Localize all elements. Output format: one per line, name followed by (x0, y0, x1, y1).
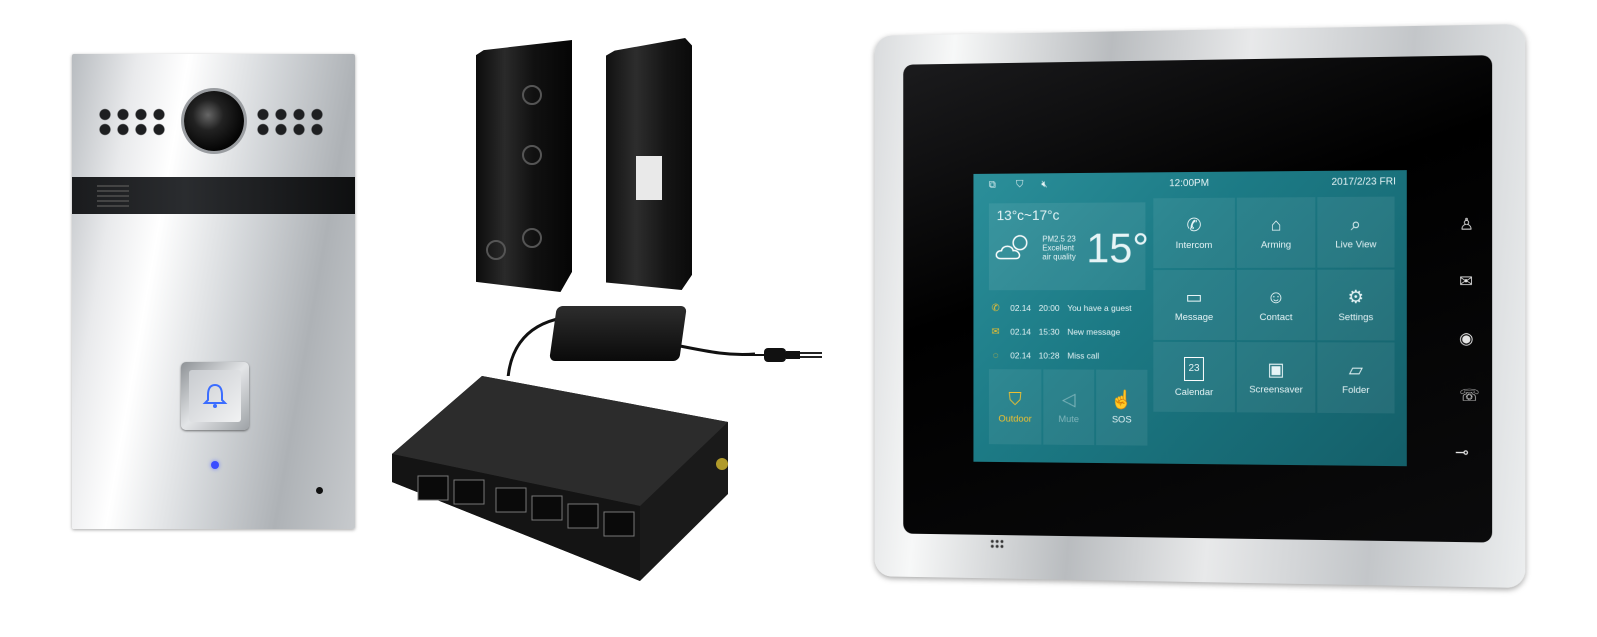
message-date: 02.14 (1010, 303, 1031, 313)
camera-lens (184, 91, 244, 151)
tile-arming[interactable]: ⌂ Arming (1237, 197, 1315, 268)
message-text: New message (1067, 327, 1120, 337)
knockout-hole (522, 145, 542, 165)
outdoor-button[interactable]: ⛉ Outdoor (989, 369, 1041, 444)
speaker-grill (97, 185, 129, 207)
status-bar: ⧉ ⛉ 🔇︎ 12:00PM 2017/2/23 FRI (973, 170, 1406, 195)
gear-icon: ⚙ (1348, 287, 1364, 305)
mute-button[interactable]: ◁ Mute (1043, 369, 1094, 445)
shield-status-icon: ⛉ (1016, 179, 1023, 190)
tile-message[interactable]: ▭ Message (1153, 270, 1235, 340)
eye-icon[interactable]: ◉ (1459, 328, 1473, 348)
monitor-speaker (990, 539, 1004, 549)
quality-label: Excellent (1042, 243, 1075, 252)
call-button-face (189, 370, 241, 422)
call-icon[interactable]: ☏ (1459, 385, 1480, 405)
air-quality: PM2.5 23 Excellent air quality (1042, 235, 1075, 262)
message-text: Miss call (1067, 351, 1099, 361)
power-adapter (549, 306, 687, 361)
tile-intercom[interactable]: ✆ Intercom (1153, 198, 1235, 268)
sos-button[interactable]: ☝ SOS (1096, 370, 1147, 446)
speaker-holes-left (96, 107, 168, 137)
temperature-range: 13°c~17°c (997, 207, 1060, 223)
list-item[interactable]: ◌ 02.14 10:28 Miss call (989, 343, 1145, 367)
phone-icon: ✆ (989, 303, 1003, 314)
list-item[interactable]: ✆ 02.14 20:00 You have a guest (989, 296, 1145, 320)
tile-contact[interactable]: ☺ Contact (1237, 270, 1315, 341)
tile-calendar[interactable]: 23 Calendar (1153, 342, 1235, 412)
picture-icon: ▣ (1267, 360, 1284, 378)
message-date: 02.14 (1010, 327, 1031, 337)
tile-label: Arming (1261, 239, 1291, 250)
tile-settings[interactable]: ⚙ Settings (1317, 270, 1394, 341)
status-led (211, 461, 219, 469)
tile-label: Settings (1338, 312, 1373, 323)
tile-label: Screensaver (1249, 384, 1303, 395)
house-shield-icon: ⌂ (1271, 215, 1282, 233)
weather-widget: 13°c~17°c PM2.5 23 Excellent air quality… (989, 202, 1145, 290)
knockout-hole (522, 228, 542, 248)
dark-band (72, 177, 355, 214)
pm-value: PM2.5 23 (1042, 235, 1075, 244)
tile-label: Live View (1335, 239, 1376, 250)
tile-label: Contact (1260, 312, 1293, 323)
knockout-hole (522, 85, 542, 105)
tile-label: Folder (1342, 384, 1369, 395)
mail-icon[interactable]: ✉ (1459, 271, 1473, 291)
outdoor-label: Outdoor (998, 413, 1031, 424)
flush-mount-box (476, 40, 572, 292)
microphone-hole (316, 487, 323, 494)
tile-label: Message (1175, 311, 1213, 322)
mute-status-icon: 🔇︎ (1041, 179, 1047, 190)
call-button[interactable] (181, 362, 249, 430)
mounting-bracket (606, 38, 692, 290)
speaker-holes-right (254, 107, 326, 137)
folder-icon: ▱ (1349, 360, 1363, 378)
clock-time: 12:00PM (1169, 178, 1209, 189)
current-temperature: 15° (1086, 224, 1149, 272)
bracket-cutout (636, 156, 662, 200)
clock-date: 2017/2/23 FRI (1331, 176, 1395, 188)
quality-caption: air quality (1042, 252, 1075, 261)
door-station (72, 54, 355, 529)
tile-live-view[interactable]: ⌕ Live View (1317, 197, 1394, 268)
hand-icon: ☝ (1111, 390, 1133, 408)
message-date: 02.14 (1010, 350, 1031, 360)
touch-screen[interactable]: ⧉ ⛉ 🔇︎ 12:00PM 2017/2/23 FRI 13°c~17°c P… (973, 170, 1406, 466)
camera-icon: ⌕ (1351, 215, 1361, 233)
message-time: 10:28 (1039, 351, 1060, 361)
tile-label: Intercom (1176, 239, 1213, 250)
unlock-icon[interactable]: ⊸ (1455, 442, 1469, 462)
tile-folder[interactable]: ▱ Folder (1317, 342, 1394, 413)
message-list: ✆ 02.14 20:00 You have a guest ✉ 02.14 1… (989, 292, 1145, 372)
message-time: 20:00 (1039, 303, 1060, 313)
guard-icon[interactable]: ♙ (1459, 214, 1474, 234)
calendar-icon: 23 (1184, 356, 1203, 380)
contact-icon: ☺ (1267, 287, 1285, 305)
message-text: You have a guest (1067, 303, 1131, 313)
sos-label: SOS (1112, 414, 1132, 425)
indoor-monitor: ⧉ ⛉ 🔇︎ 12:00PM 2017/2/23 FRI 13°c~17°c P… (875, 24, 1526, 588)
speaker-mute-icon: ◁ (1062, 390, 1076, 408)
tile-label: Calendar (1175, 386, 1213, 397)
message-time: 15:30 (1039, 327, 1060, 337)
mail-icon: ✉ (989, 326, 1003, 337)
mute-label: Mute (1058, 414, 1079, 425)
tile-screensaver[interactable]: ▣ Screensaver (1237, 342, 1315, 413)
list-item[interactable]: ✉ 02.14 15:30 New message (989, 320, 1145, 344)
monitor-bezel: ⧉ ⛉ 🔇︎ 12:00PM 2017/2/23 FRI 13°c~17°c P… (903, 55, 1492, 542)
eu-plug (744, 342, 834, 368)
poe-switch (392, 376, 728, 581)
chat-icon: ◌ (989, 350, 1003, 361)
shield-icon: ⛉ (1009, 389, 1022, 407)
knockout-hole (486, 240, 506, 260)
phone-icon: ✆ (1186, 215, 1201, 233)
chat-bubble-icon: ▭ (1186, 287, 1203, 305)
windows-icon: ⧉ (989, 180, 996, 191)
cloudy-sun-icon (995, 233, 1038, 263)
bell-icon (200, 381, 230, 411)
